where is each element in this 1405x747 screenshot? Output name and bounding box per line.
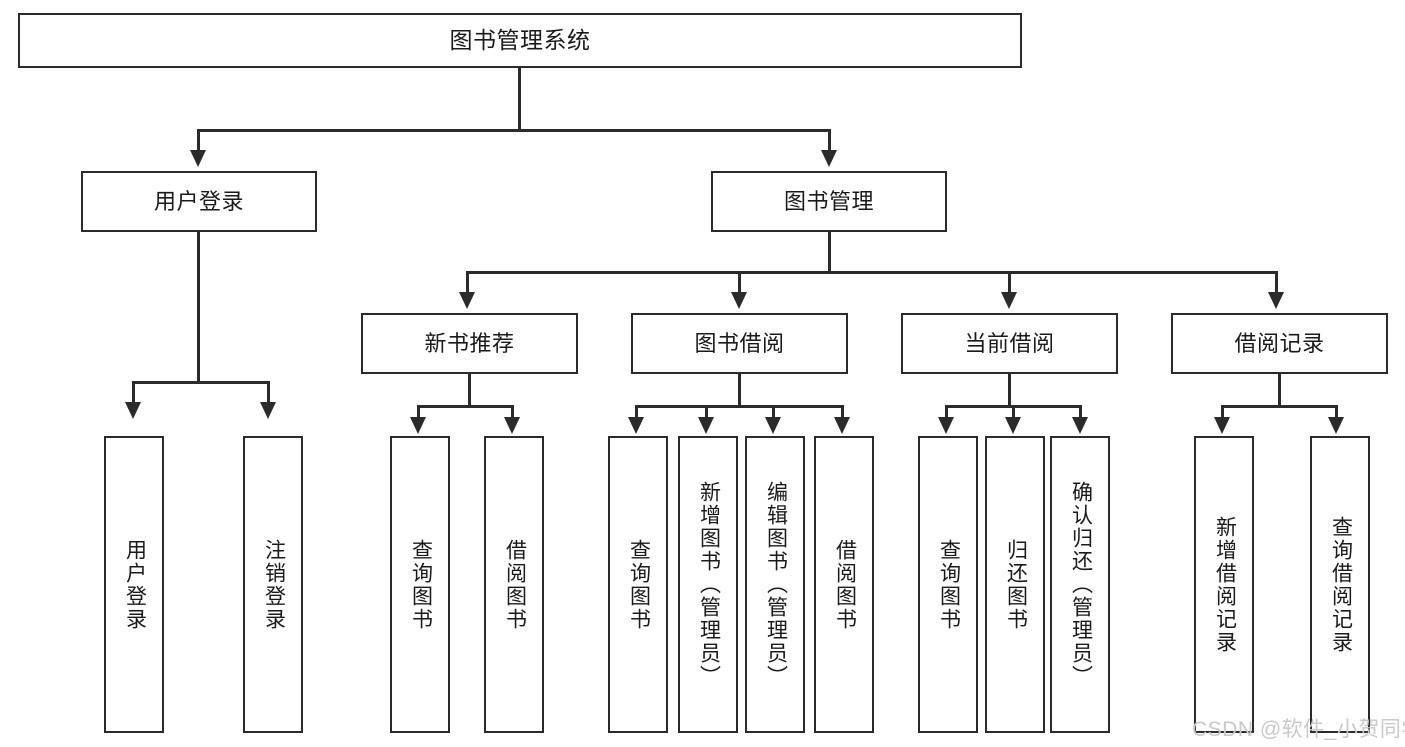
arrowhead-to-new-book-rec [459, 292, 475, 309]
arrowhead-to-current-borrow [1001, 292, 1017, 309]
leaf-query-book-1[interactable]: 查询图书 [390, 436, 450, 733]
node-label: 用户登录 [153, 188, 244, 214]
leaf-return-book[interactable]: 归还图书 [985, 436, 1045, 733]
connector-root-stem [518, 68, 521, 131]
node-borrowing-record[interactable]: 借阅记录 [1171, 313, 1388, 374]
arrowhead-book-borrow-c3 [765, 417, 781, 434]
connector-new-book-rec-c2 [511, 405, 514, 419]
node-label: 借阅图书 [503, 538, 527, 631]
arrowhead-book-borrow-c1 [628, 417, 644, 434]
connector-new-book-rec-stem [468, 374, 471, 407]
arrowhead-current-borrow-c1 [938, 417, 954, 434]
connector-current-borrow-c2 [1012, 405, 1015, 419]
node-label: 查询借阅记录 [1329, 515, 1353, 654]
arrowhead-borrow-record-c1 [1214, 417, 1230, 434]
connector-book-borrow-c4 [841, 405, 844, 419]
connector-new-book-rec-bus [417, 405, 514, 408]
node-label: 当前借阅 [964, 330, 1055, 356]
leaf-user-login[interactable]: 用户登录 [104, 436, 164, 733]
arrowhead-book-borrow-c2 [698, 417, 714, 434]
arrowhead-to-borrow-record [1268, 292, 1284, 309]
node-root-book-management-system[interactable]: 图书管理系统 [18, 13, 1022, 68]
node-label: 图书管理系统 [449, 27, 591, 54]
connector-borrow-record-bus [1221, 405, 1338, 408]
node-user-login[interactable]: 用户登录 [81, 171, 317, 232]
leaf-borrow-book-1[interactable]: 借阅图书 [484, 436, 544, 733]
connector-borrow-record-stem [1278, 374, 1281, 407]
node-label: 图书借阅 [694, 330, 785, 356]
leaf-query-book-3[interactable]: 查询图书 [918, 436, 978, 733]
arrowhead-root-to-book-manage [821, 150, 837, 167]
node-label: 新增借阅记录 [1213, 515, 1237, 654]
connector-to-new-book-rec [466, 271, 469, 294]
connector-to-current-borrow [1008, 271, 1011, 294]
node-label: 归还图书 [1004, 538, 1028, 631]
leaf-confirm-return-admin[interactable]: 确认归还（管理员） [1050, 436, 1110, 733]
connector-root-to-user-login [197, 129, 200, 152]
node-label: 借阅记录 [1234, 330, 1325, 356]
connector-user-login-stem [197, 232, 200, 383]
connector-book-manage-bus [466, 271, 1278, 274]
node-label: 查询图书 [409, 538, 433, 631]
node-label: 编辑图书（管理员） [764, 481, 788, 688]
node-label: 用户登录 [123, 538, 147, 631]
leaf-borrow-book-2[interactable]: 借阅图书 [814, 436, 874, 733]
connector-book-borrow-c3 [772, 405, 775, 419]
node-label: 查询图书 [937, 538, 961, 631]
leaf-query-borrow-record[interactable]: 查询借阅记录 [1310, 436, 1370, 733]
arrowhead-new-book-rec-c2 [504, 417, 520, 434]
connector-user-login-bus [132, 381, 270, 384]
arrowhead-borrow-record-c2 [1328, 417, 1344, 434]
connector-current-borrow-stem [1008, 374, 1011, 407]
connector-book-borrow-stem [738, 374, 741, 407]
connector-book-borrow-c1 [635, 405, 638, 419]
connector-to-book-borrow [738, 271, 741, 294]
arrowhead-new-book-rec-c1 [410, 417, 426, 434]
node-new-book-recommendation[interactable]: 新书推荐 [361, 313, 578, 374]
arrowhead-current-borrow-c2 [1005, 417, 1021, 434]
connector-user-login-left [132, 381, 135, 404]
connector-root-bus [197, 129, 831, 132]
connector-user-login-right [267, 381, 270, 404]
node-label: 新增图书（管理员） [697, 481, 721, 688]
connector-new-book-rec-c1 [417, 405, 420, 419]
leaf-add-book-admin[interactable]: 新增图书（管理员） [678, 436, 738, 733]
arrowhead-current-borrow-c3 [1072, 417, 1088, 434]
node-book-borrowing[interactable]: 图书借阅 [631, 313, 848, 374]
leaf-edit-book-admin[interactable]: 编辑图书（管理员） [745, 436, 805, 733]
arrowhead-user-login-left [125, 402, 141, 419]
node-current-borrowing[interactable]: 当前借阅 [901, 313, 1118, 374]
node-label: 新书推荐 [424, 330, 515, 356]
connector-current-borrow-c1 [945, 405, 948, 419]
connector-borrow-record-c2 [1335, 405, 1338, 419]
connector-book-borrow-bus [635, 405, 843, 408]
arrowhead-root-to-user-login [190, 150, 206, 167]
connector-borrow-record-c1 [1221, 405, 1224, 419]
connector-book-manage-stem [828, 232, 831, 273]
arrowhead-book-borrow-c4 [834, 417, 850, 434]
node-label: 注销登录 [262, 538, 286, 631]
node-label: 图书管理 [783, 188, 874, 214]
arrowhead-to-book-borrow [731, 292, 747, 309]
leaf-query-book-2[interactable]: 查询图书 [608, 436, 668, 733]
leaf-logout[interactable]: 注销登录 [243, 436, 303, 733]
arrowhead-user-login-right [260, 402, 276, 419]
node-label: 借阅图书 [833, 538, 857, 631]
node-label: 查询图书 [627, 538, 651, 631]
connector-book-borrow-c2 [705, 405, 708, 419]
leaf-add-borrow-record[interactable]: 新增借阅记录 [1194, 436, 1254, 733]
node-book-management[interactable]: 图书管理 [711, 171, 947, 232]
node-label: 确认归还（管理员） [1069, 481, 1093, 688]
connector-root-to-book-manage [828, 129, 831, 152]
connector-to-borrow-record [1275, 271, 1278, 294]
connector-current-borrow-c3 [1079, 405, 1082, 419]
